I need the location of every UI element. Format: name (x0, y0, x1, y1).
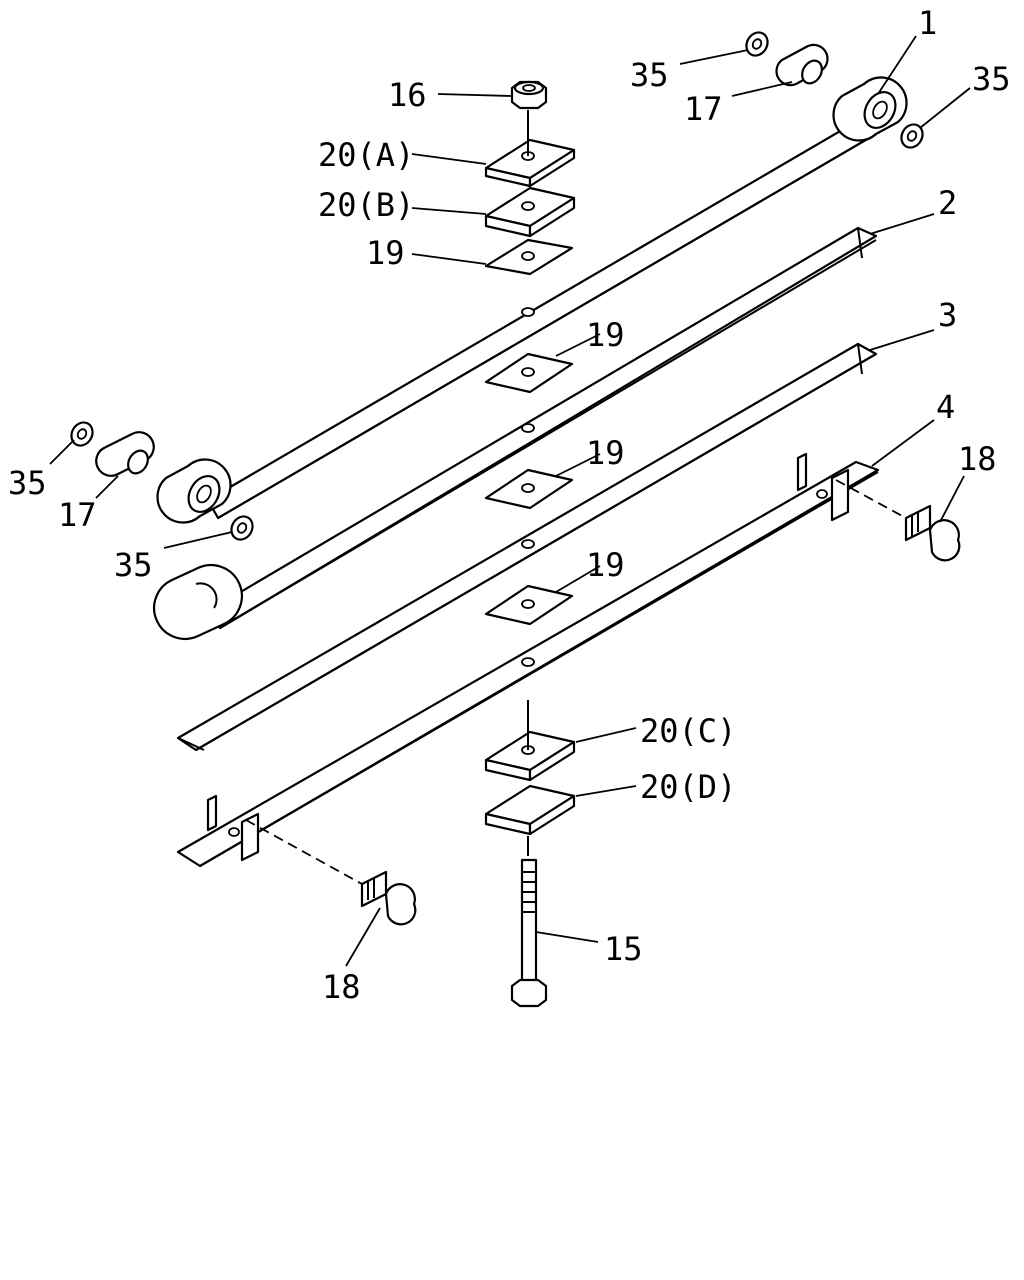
washer-35-top-right (900, 123, 924, 149)
nut-16 (510, 80, 548, 110)
callout-35-top-right: 35 (972, 60, 1011, 98)
bushing-17-top (775, 43, 829, 87)
bushing-17-left (95, 431, 155, 477)
leaf-4 (176, 452, 880, 868)
callout-20d: 20(D) (640, 768, 736, 806)
pad-19-top (484, 238, 574, 276)
washer-35-top-left (745, 31, 769, 57)
callout-20a: 20(A) (318, 136, 414, 174)
center-bolt-15 (510, 858, 548, 1008)
callout-16: 16 (388, 76, 427, 114)
callout-2: 2 (938, 184, 957, 222)
callout-19-leaf1: 19 (586, 316, 625, 354)
callout-19-leaf2: 19 (586, 434, 625, 472)
plate-20a (484, 138, 576, 188)
callout-35-top-left: 35 (630, 56, 669, 94)
callout-18-bottom: 18 (322, 968, 361, 1006)
plate-20b (484, 186, 576, 238)
plate-20d (484, 784, 576, 836)
washer-35-lower (230, 515, 254, 541)
callout-20c: 20(C) (640, 712, 736, 750)
callout-18-right: 18 (958, 440, 997, 478)
pad-19-leaf1 (484, 352, 574, 394)
pad-19-leaf2 (484, 468, 574, 510)
callout-17-top: 17 (684, 90, 723, 128)
leader-lines (49, 35, 971, 967)
callout-3: 3 (938, 296, 957, 334)
leaf-3 (176, 342, 878, 752)
callout-19-top: 19 (366, 234, 405, 272)
callout-4: 4 (936, 388, 955, 426)
callout-35-left: 35 (8, 464, 47, 502)
callout-1: 1 (918, 4, 937, 42)
washer-35-left (70, 421, 94, 447)
pad-19-leaf3 (484, 584, 574, 626)
callout-17-left: 17 (58, 496, 97, 534)
callout-35-lower: 35 (114, 546, 153, 584)
callout-15: 15 (604, 930, 643, 968)
leaf-2 (153, 226, 878, 640)
main-leaf-1 (156, 76, 908, 524)
callout-19-leaf3: 19 (586, 546, 625, 584)
clip-bolt-18-bottom (245, 819, 417, 926)
plate-20c (484, 730, 576, 782)
callout-20b: 20(B) (318, 186, 414, 224)
